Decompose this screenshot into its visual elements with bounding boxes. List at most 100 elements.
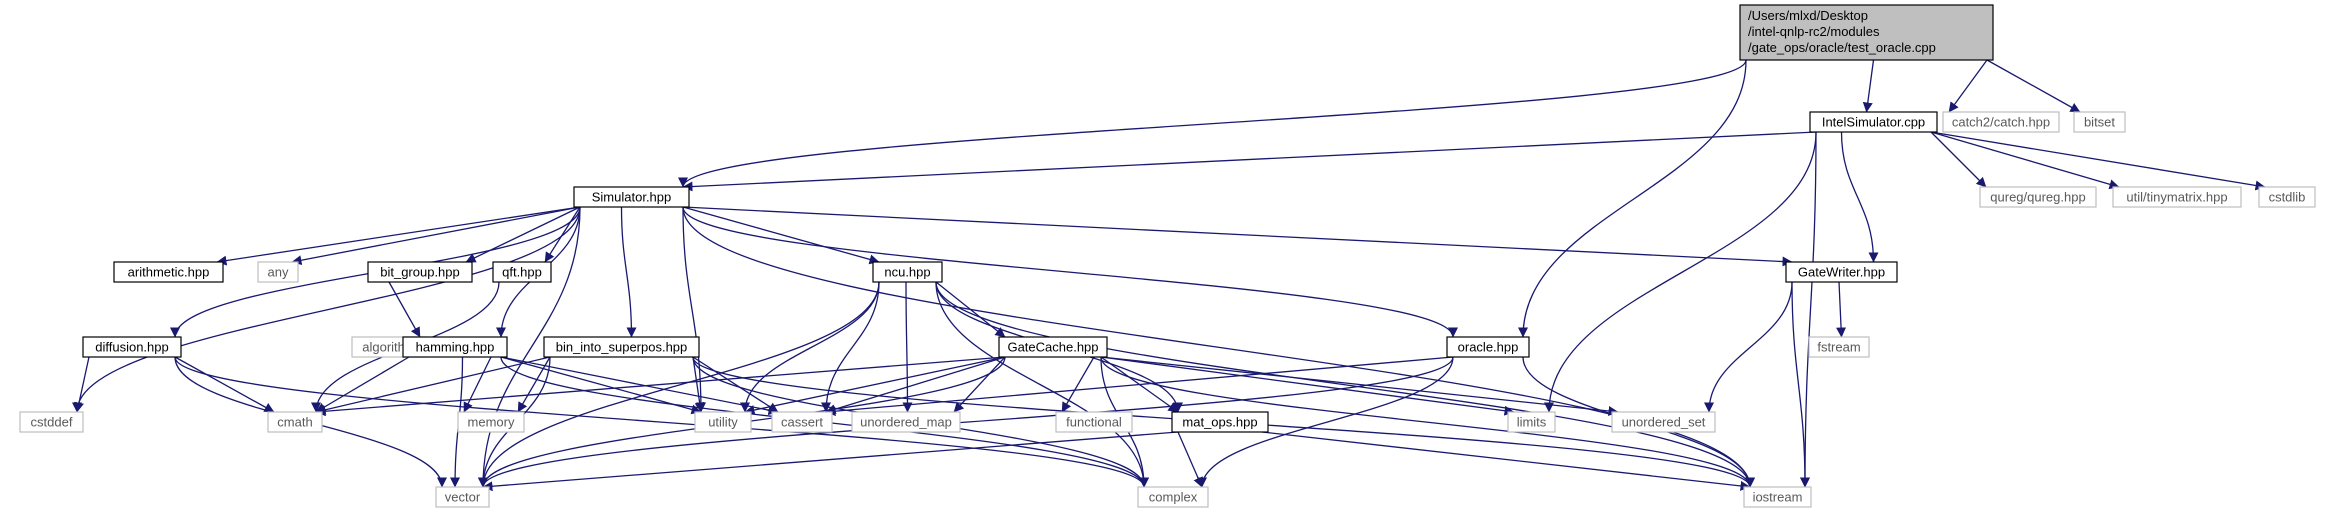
edge-hamming_hpp-to-cmath — [315, 356, 410, 413]
node-bit-group-hpp[interactable]: bit_group.hpp — [367, 261, 473, 283]
node-qft-hpp[interactable]: qft.hpp — [492, 261, 552, 283]
edge-line — [174, 356, 1149, 488]
node-gatecache-hpp[interactable]: GateCache.hpp — [998, 336, 1108, 358]
nodes-layer: /Users/mlxd/Desktop/intel-qnlp-rc2/modul… — [19, 4, 2316, 508]
edge-intel_simulator_cpp-to-gatewriter_hpp — [1840, 131, 1879, 263]
node-box — [435, 486, 490, 508]
node-label: GateCache.hpp — [1007, 339, 1098, 354]
node-label: limits — [1517, 414, 1547, 429]
node-arithmetic-hpp[interactable]: arithmetic.hpp — [113, 261, 224, 283]
node-label: bitset — [2084, 114, 2115, 129]
node-util-tinymatrix-hpp: util/tinymatrix.hpp — [2112, 186, 2242, 208]
edge-gatecache_hpp-to-unordered_set — [1100, 356, 1619, 416]
node-bitset: bitset — [2073, 111, 2126, 133]
edge-line — [1836, 281, 1847, 338]
edge-ncu_hpp-to-gatecache_hpp — [935, 281, 1006, 338]
node-bin-into-superpos-hpp[interactable]: bin_into_superpos.hpp — [543, 336, 700, 358]
edge-line — [902, 281, 913, 413]
edge-bin_into_superpos_hpp-to-memory — [517, 356, 551, 413]
node-label: iostream — [1753, 489, 1803, 504]
node-label: catch2/catch.hpp — [1952, 114, 2050, 129]
node-ncu-hpp[interactable]: ncu.hpp — [872, 261, 943, 283]
edge-gatecache_hpp-to-unordered_map — [953, 356, 1006, 413]
edge-line — [744, 356, 1006, 415]
node-box — [113, 261, 224, 283]
edge-line — [682, 206, 1793, 267]
edge-bin_into_superpos_hpp-to-cmath — [315, 356, 551, 415]
node-oracle-hpp[interactable]: oracle.hpp — [1446, 336, 1530, 358]
node-box — [2258, 186, 2316, 208]
node-unordered-map: unordered_map — [851, 411, 961, 433]
node-box — [1507, 411, 1556, 433]
edge-line — [1930, 131, 1987, 188]
node-box — [694, 411, 752, 433]
node-box — [1785, 261, 1898, 283]
node-mat-ops-hpp[interactable]: mat_ops.hpp — [1171, 411, 1269, 433]
edges-layer — [72, 59, 2266, 492]
edge-line — [1986, 59, 2081, 113]
node-iostream: iostream — [1743, 486, 1812, 508]
edge-line — [825, 356, 1454, 417]
edge-gatecache_hpp-to-cmath — [315, 356, 1006, 417]
node-box — [267, 411, 323, 433]
edge-line — [463, 356, 492, 413]
edge-line — [1791, 281, 1810, 488]
node-simulator-hpp[interactable]: Simulator.hpp — [573, 186, 690, 208]
edge-line — [1518, 59, 1747, 338]
node-label: mat_ops.hpp — [1182, 414, 1257, 429]
node-label: ncu.hpp — [884, 264, 930, 279]
edge-line — [1862, 59, 1875, 113]
node-cstddef: cstddef — [19, 411, 84, 433]
edge-simulator_hpp-to-bin_into_superpos_hpp — [620, 206, 637, 338]
node-box — [1055, 411, 1133, 433]
node-fstream: fstream — [1808, 336, 1870, 358]
node-cmath: cmath — [267, 411, 323, 433]
edge-line — [1061, 356, 1095, 413]
node-label: complex — [1149, 489, 1198, 504]
node-box — [872, 261, 943, 283]
node-gatewriter-hpp[interactable]: GateWriter.hpp — [1785, 261, 1898, 283]
edge-line — [1100, 356, 1755, 488]
node-hamming-hpp[interactable]: hamming.hpp — [402, 336, 508, 358]
edge-simulator_hpp-to-oracle_hpp — [682, 206, 1458, 338]
edge-mat_ops_hpp-to-iostream — [1261, 431, 1751, 491]
edge-gatecache_hpp-to-cassert — [825, 356, 1006, 414]
node-box — [1808, 336, 1870, 358]
node-label: any — [268, 264, 289, 279]
node-box — [2073, 111, 2126, 133]
edge-simulator_hpp-to-arithmetic_hpp — [216, 206, 581, 266]
node-functional: functional — [1055, 411, 1133, 433]
node-memory: memory — [457, 411, 525, 433]
edge-ncu_hpp-to-iostream — [935, 281, 1755, 488]
edge-ncu_hpp-to-vector — [478, 281, 880, 488]
edge-simulator_hpp-to-bit_group_hpp — [465, 206, 581, 263]
edge-line — [482, 431, 1179, 492]
node-box — [492, 261, 552, 283]
edge-line — [291, 206, 581, 266]
node-label: functional — [1066, 414, 1122, 429]
edge-line — [500, 356, 779, 416]
edge-line — [692, 356, 705, 413]
edge-line — [682, 131, 1817, 192]
node-root: /Users/mlxd/Desktop/intel-qnlp-rc2/modul… — [1739, 4, 1994, 61]
node-label: Simulator.hpp — [592, 189, 672, 204]
edge-intel_simulator_cpp-to-simulator_hpp — [682, 131, 1817, 192]
node-label: unordered_map — [860, 414, 952, 429]
edge-line — [678, 59, 1747, 188]
node-utility: utility — [694, 411, 752, 433]
node-diffusion-hpp[interactable]: diffusion.hpp — [82, 336, 182, 358]
node-intel-simulator-cpp[interactable]: IntelSimulator.cpp — [1809, 111, 1938, 133]
node-label: memory — [468, 414, 515, 429]
node-label: diffusion.hpp — [95, 339, 169, 354]
node-box — [402, 336, 508, 358]
edge-line — [517, 356, 551, 413]
node-limits: limits — [1507, 411, 1556, 433]
edge-line — [1177, 431, 1203, 488]
edge-bin_into_superpos_hpp-to-cassert — [692, 356, 779, 413]
edge-intel_simulator_cpp-to-util_tinymatrix_hpp — [1930, 131, 2120, 190]
edge-bit_group_hpp-to-algorithm — [388, 281, 421, 338]
edge-line — [72, 206, 581, 413]
edge-line — [953, 356, 1006, 413]
edge-line — [1930, 131, 2266, 191]
